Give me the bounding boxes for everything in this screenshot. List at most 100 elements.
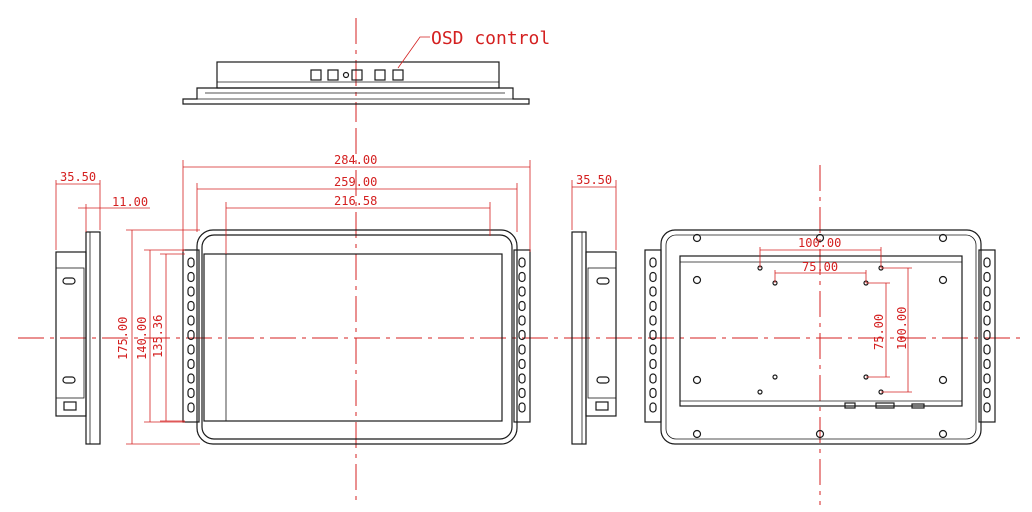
- rear-connector-3: [911, 403, 925, 409]
- osd-leader-line: [397, 36, 430, 69]
- bracket-slot: [983, 257, 991, 268]
- front-bezel-outer: [196, 229, 518, 445]
- bracket-slot: [649, 329, 657, 341]
- bracket-slot: [187, 315, 195, 326]
- bracket-slot: [983, 402, 991, 413]
- dim-total-width: 284.00: [334, 153, 377, 167]
- right-side-connector: [595, 401, 609, 411]
- bracket-slot: [983, 315, 991, 326]
- left-side-connector: [63, 401, 77, 411]
- bracket-slot: [983, 329, 991, 341]
- osd-button-2: [327, 69, 339, 81]
- bracket-slot: [649, 344, 657, 355]
- bracket-slot: [187, 271, 195, 283]
- bracket-slot: [187, 300, 195, 312]
- front-bezel-inner: [201, 234, 513, 440]
- dim-vesa-inner-h: 75.00: [802, 260, 838, 274]
- bracket-slot: [649, 300, 657, 312]
- bracket-slot: [518, 358, 526, 370]
- rear-bracket-slots-left: [649, 257, 657, 413]
- bracket-slot: [518, 257, 526, 268]
- bracket-slot: [649, 387, 657, 399]
- bracket-slot: [983, 286, 991, 297]
- front-view: 284.00 259.00 216.58 175.00 140.00 135.3…: [18, 128, 1024, 500]
- rear-bracket-right: [978, 249, 996, 423]
- top-view-bezel: [182, 87, 530, 105]
- dim-flange-left: 11.00: [112, 195, 148, 209]
- bracket-slot: [518, 286, 526, 297]
- front-bracket-slots-left: [187, 257, 195, 413]
- bracket-slot: [187, 402, 195, 413]
- right-side-body: [585, 251, 617, 417]
- bracket-slot: [518, 300, 526, 312]
- bracket-slot: [187, 373, 195, 384]
- bracket-slot: [983, 387, 991, 399]
- bracket-slot: [518, 315, 526, 326]
- left-side-view: 35.50 11.00: [55, 170, 150, 445]
- bracket-slot: [649, 257, 657, 268]
- dim-vesa-outer-v: 100.00: [895, 307, 909, 350]
- front-bracket-slots-right: [518, 257, 526, 413]
- bracket-slot: [983, 344, 991, 355]
- right-side-slot-bottom: [596, 376, 610, 384]
- bracket-slot: [649, 373, 657, 384]
- bracket-slot: [983, 271, 991, 283]
- bracket-slot: [518, 387, 526, 399]
- dim-depth-right: 35.50: [576, 173, 612, 187]
- front-dimensions-horizontal: 284.00 259.00 216.58: [182, 153, 531, 254]
- bracket-slot: [187, 286, 195, 297]
- left-side-body: [55, 251, 87, 417]
- rear-view: 100.00 75.00 75.00 100.00: [644, 165, 996, 505]
- dim-active-height: 135.36: [151, 315, 165, 358]
- rear-housing-outer: [660, 229, 982, 445]
- bracket-slot: [187, 257, 195, 268]
- dim-vesa-outer-h: 100.00: [798, 236, 841, 250]
- rear-bracket-left: [644, 249, 662, 423]
- osd-led: [342, 71, 350, 79]
- bracket-slot: [518, 329, 526, 341]
- rear-panel: [679, 255, 963, 407]
- bracket-slot: [983, 358, 991, 370]
- osd-buttons: [310, 69, 404, 81]
- osd-control-label: OSD control: [431, 28, 550, 49]
- bracket-slot: [649, 315, 657, 326]
- bracket-slot: [518, 373, 526, 384]
- left-side-slot-bottom: [62, 376, 76, 384]
- right-side-view: 35.50: [571, 173, 617, 445]
- bracket-slot: [649, 286, 657, 297]
- bracket-slot: [518, 271, 526, 283]
- bracket-slot: [649, 271, 657, 283]
- dim-bezel-width: 259.00: [334, 175, 377, 189]
- front-screen: [203, 253, 503, 422]
- rear-connector-2: [875, 402, 895, 409]
- top-view: OSD control: [182, 18, 550, 122]
- osd-button-5: [392, 69, 404, 81]
- dim-total-height: 175.00: [116, 317, 130, 360]
- top-view-housing: [216, 61, 500, 89]
- bracket-slot: [649, 402, 657, 413]
- rear-bracket-slots-right: [983, 257, 991, 413]
- bracket-slot: [983, 300, 991, 312]
- vesa-holes: [757, 265, 884, 395]
- rear-screws: [692, 233, 948, 439]
- bracket-slot: [518, 402, 526, 413]
- front-bracket-left: [182, 249, 200, 423]
- osd-button-1: [310, 69, 322, 81]
- bracket-slot: [187, 358, 195, 370]
- dim-bezel-height: 140.00: [135, 317, 149, 360]
- right-side-slot-top: [596, 277, 610, 285]
- rear-connector-1: [844, 402, 856, 409]
- bracket-slot: [187, 329, 195, 341]
- osd-button-4: [374, 69, 386, 81]
- osd-button-3: [351, 69, 363, 81]
- bracket-slot: [187, 344, 195, 355]
- dim-depth-left: 35.50: [60, 170, 96, 184]
- front-bracket-right: [513, 249, 531, 423]
- bracket-slot: [518, 344, 526, 355]
- bracket-slot: [649, 358, 657, 370]
- front-dimensions-vertical: 175.00 140.00 135.36: [116, 229, 200, 445]
- bracket-slot: [187, 387, 195, 399]
- bracket-slot: [983, 373, 991, 384]
